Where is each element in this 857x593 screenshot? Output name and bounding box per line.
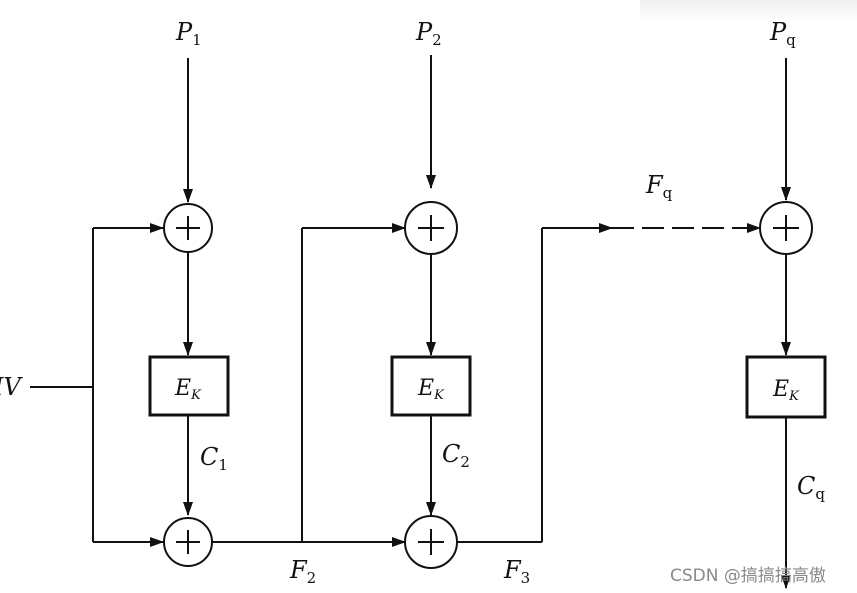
label-fq: Fq [645,171,673,202]
label-cq: Cq [797,472,825,503]
watermark: CSDN @搞搞搞高傲 [670,566,826,586]
label-p2: P2 [415,18,442,49]
label-c1: C1 [200,443,228,474]
ek-label-2: EK [417,376,445,403]
ek-label-1: EK [174,376,202,403]
label-pq: Pq [769,18,796,49]
label-p1: P1 [175,18,202,49]
ek-label-q: EK [772,377,800,404]
label-iv: IV [0,373,23,401]
label-c2: C2 [442,440,470,471]
top-shadow [640,0,857,22]
label-f3: F3 [503,556,530,587]
label-f2: F2 [289,556,316,587]
